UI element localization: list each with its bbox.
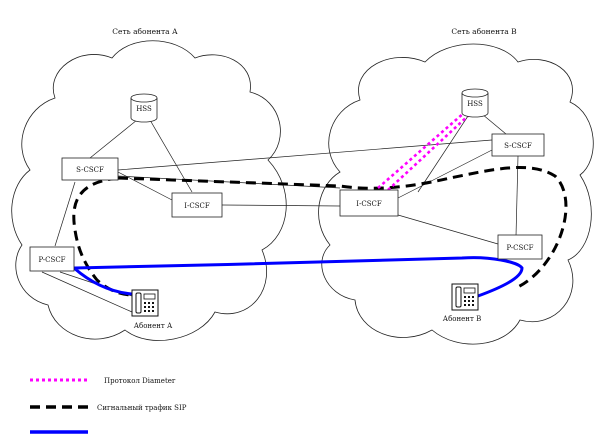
pcscf-a: P-CSCF bbox=[29, 246, 75, 272]
hss-b-label: HSS bbox=[467, 100, 483, 108]
icscf-b-label: I-CSCF bbox=[356, 200, 382, 208]
phone-icon bbox=[131, 289, 159, 317]
legend-diameter-label: Протокол Diameter bbox=[104, 377, 176, 385]
diameter-links bbox=[377, 111, 471, 191]
link-hssa-scscfa bbox=[89, 119, 138, 159]
pcscf-a-label: P-CSCF bbox=[38, 256, 65, 264]
scscf-a-label: S-CSCF bbox=[76, 166, 104, 174]
icscf-a: I-CSCF bbox=[171, 192, 223, 218]
link-hssb-scscfb bbox=[481, 113, 507, 135]
legend-sip-label: Сигнальный трафик SIP bbox=[97, 404, 187, 412]
link-icscfb-pcscfb bbox=[397, 214, 499, 245]
network-a-title: Сеть абонента А bbox=[112, 27, 178, 36]
hss-b: HSS bbox=[461, 88, 489, 118]
network-cloud-a bbox=[11, 40, 287, 341]
subscriber-a-label: Абонент А bbox=[134, 322, 173, 330]
network-links bbox=[41, 113, 519, 313]
scscf-b-label: S-CSCF bbox=[504, 142, 532, 150]
network-cloud-b bbox=[318, 43, 594, 345]
icscf-b: I-CSCF bbox=[339, 189, 399, 217]
diameter-link-2 bbox=[387, 113, 471, 191]
phone-icon bbox=[451, 283, 479, 311]
media-path bbox=[70, 256, 524, 298]
diameter-link-1 bbox=[377, 111, 466, 189]
hss-a-label: HSS bbox=[136, 105, 152, 113]
icscf-a-label: I-CSCF bbox=[184, 202, 210, 210]
link-scscfa-pcscfa bbox=[54, 181, 76, 247]
link-icscfb-scscfb bbox=[397, 149, 493, 199]
pcscf-b: P-CSCF bbox=[497, 234, 543, 260]
link-hssb-icscfb bbox=[417, 115, 469, 193]
sip-signalling-path bbox=[72, 166, 568, 297]
subscriber-b-label: Абонент В bbox=[443, 315, 481, 323]
link-icscfa-icscfb bbox=[221, 204, 341, 207]
link-scscfa-scscfb bbox=[117, 139, 493, 171]
link-pcscfa-suba bbox=[41, 271, 133, 313]
link-scscfb-pcscfb bbox=[515, 155, 519, 237]
hss-a: HSS bbox=[130, 93, 158, 123]
pcscf-b-label: P-CSCF bbox=[506, 244, 533, 252]
scscf-a: S-CSCF bbox=[61, 157, 119, 181]
scscf-b: S-CSCF bbox=[491, 133, 545, 157]
legend: Протокол Diameter Сигнальный трафик SIP bbox=[30, 377, 187, 434]
network-b-title: Сеть абонента В bbox=[451, 27, 517, 36]
